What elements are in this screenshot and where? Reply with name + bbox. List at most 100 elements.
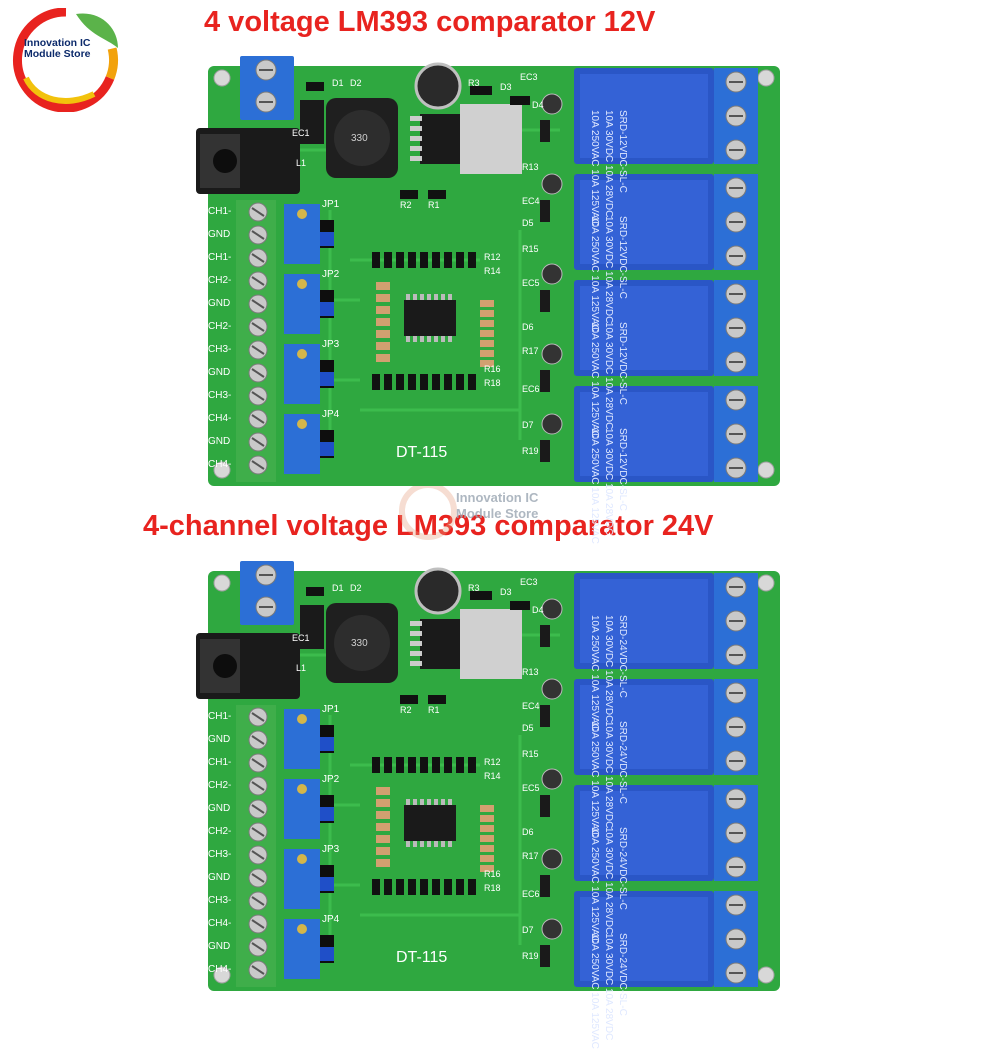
relay-top <box>580 791 708 875</box>
terminal-label: CH4- <box>208 918 232 929</box>
smd-resistor <box>420 879 428 895</box>
pot-screw <box>297 349 307 359</box>
component-label: D7 <box>522 420 534 430</box>
component-label: R2 <box>400 705 412 715</box>
relay-marking: 10A 250VAC 10A 125VAC <box>589 615 600 731</box>
pcb-graphics <box>196 561 780 991</box>
inductor-core <box>334 110 390 166</box>
smd-capacitor <box>376 294 390 302</box>
watermark-text: Innovation IC Module Store <box>456 490 538 522</box>
smd-diode <box>540 120 550 142</box>
component-label: R17 <box>522 851 539 861</box>
component-label: R13 <box>522 667 539 677</box>
power-terminal <box>240 56 294 120</box>
smd-resistor <box>384 374 392 390</box>
smd-capacitor <box>376 342 390 350</box>
component-label: EC4 <box>522 701 540 711</box>
capacitor-round <box>541 93 563 115</box>
component-label: D7 <box>522 925 534 935</box>
regulator-pin <box>410 641 422 646</box>
ic-pin <box>413 841 417 847</box>
capacitor-round <box>541 343 563 365</box>
regulator-pin <box>410 651 422 656</box>
ic-pin <box>420 841 424 847</box>
capacitor-small <box>300 605 324 649</box>
screw-slot <box>251 322 265 332</box>
smd-diode <box>540 625 550 647</box>
component-label: D4 <box>532 100 544 110</box>
smd-resistor <box>408 374 416 390</box>
component-label: R14 <box>484 266 501 276</box>
inductor-core <box>334 615 390 671</box>
smd-capacitor <box>376 811 390 819</box>
smd-resistor <box>444 374 452 390</box>
jumper-cap <box>320 232 334 246</box>
smd-resistor <box>420 374 428 390</box>
terminal-label: CH4- <box>208 459 232 470</box>
component-label: R16 <box>484 869 501 879</box>
regulator-pin <box>410 621 422 626</box>
relay-marking: 10A 30VDC 10A 28VDC <box>603 615 614 723</box>
smd-resistor <box>456 757 464 773</box>
regulator-pin <box>410 156 422 161</box>
caption-top: 4 voltage LM393 comparator 12V <box>204 6 656 38</box>
ic-pin <box>406 294 410 300</box>
ic-pin <box>427 294 431 300</box>
terminal-label: CH1- <box>208 757 232 768</box>
terminal-label: CH4- <box>208 964 232 975</box>
screw-slot <box>251 781 265 791</box>
ic-pin <box>448 841 452 847</box>
resistor-r2 <box>400 695 418 704</box>
component-label: EC6 <box>522 889 540 899</box>
smd-diode <box>540 705 550 727</box>
jumper-label: JP3 <box>322 339 340 350</box>
dc-jack-hole <box>213 654 237 678</box>
capacitor-round <box>541 598 563 620</box>
relay-marking: SRD-24VDC-SL-C <box>617 933 628 1016</box>
jumper-cap <box>320 947 334 961</box>
screw-slot <box>251 827 265 837</box>
smd-capacitor <box>480 835 494 842</box>
smd-capacitor <box>480 350 494 357</box>
smd-capacitor <box>480 845 494 852</box>
smd-capacitor <box>480 320 494 327</box>
terminal-label: CH2- <box>208 826 232 837</box>
component-label: EC5 <box>522 783 540 793</box>
relay-marking: SRD-24VDC-SL-C <box>617 721 628 804</box>
terminal-label: GND <box>208 436 231 447</box>
jumper-cap <box>320 737 334 751</box>
component-label: R15 <box>522 749 539 759</box>
jumper-label: JP2 <box>322 774 340 785</box>
ic-pin <box>406 336 410 342</box>
board-model-label: DT-115 <box>396 444 448 461</box>
component-label: R3 <box>468 583 480 593</box>
diode-d2 <box>306 82 324 91</box>
mounting-hole <box>213 69 231 87</box>
component-label: R12 <box>484 757 501 767</box>
electrolytic-capacitor <box>414 62 462 110</box>
ic-pin <box>427 799 431 805</box>
regulator-body <box>420 619 460 669</box>
mounting-hole <box>757 574 775 592</box>
smd-resistor <box>384 879 392 895</box>
smd-capacitor <box>376 787 390 795</box>
ic-pin <box>434 799 438 805</box>
component-label: R14 <box>484 771 501 781</box>
regulator-pin <box>410 136 422 141</box>
relay-marking: 10A 250VAC 10A 125VAC <box>589 721 600 837</box>
smd-resistor <box>468 252 476 268</box>
component-label: EC1 <box>292 633 310 643</box>
component-label: L1 <box>296 663 307 673</box>
ic-pin <box>434 841 438 847</box>
component-label: D3 <box>500 587 512 597</box>
diode-d3 <box>510 96 530 105</box>
ic-pin <box>434 294 438 300</box>
smd-capacitor <box>480 330 494 337</box>
logo-line1: Innovation IC <box>24 37 91 49</box>
ic-pin <box>427 336 431 342</box>
watermark-line1: Innovation IC <box>456 490 539 505</box>
component-label: EC4 <box>522 196 540 206</box>
smd-capacitor <box>480 360 494 367</box>
smd-capacitor <box>480 805 494 812</box>
